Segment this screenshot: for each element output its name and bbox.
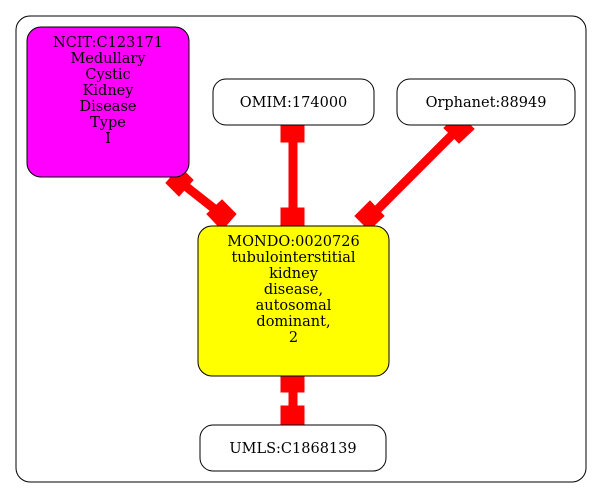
edge-mondo-umls (280, 369, 305, 429)
node-mondo-label-line: tubulointerstitial (231, 250, 355, 266)
node-ncit-label-line: NCIT:C123171 (53, 35, 163, 51)
edges-layer (165, 113, 475, 429)
node-ncit-box (26, 26, 190, 178)
node-ncit-label-line: Cystic (85, 67, 130, 83)
node-mondo-label-line: MONDO:0020726 (227, 234, 359, 250)
node-umls-box (199, 424, 387, 472)
node-orphanet-label-line: Orphanet:88949 (426, 95, 547, 111)
node-omim: OMIM:174000 (212, 78, 375, 126)
node-ncit-label-line: I (105, 131, 111, 147)
node-umls-label-line: UMLS:C1868139 (229, 441, 356, 457)
edge-orphanet-mondo (354, 113, 475, 231)
node-mondo-label-line: kidney (269, 266, 319, 282)
node-mondo-label-line: dominant, (256, 314, 330, 330)
nodes-layer: NCIT:C123171MedullaryCysticKidneyDisease… (26, 26, 576, 472)
node-ncit-label-line: Kidney (83, 83, 135, 99)
node-mondo: MONDO:0020726tubulointerstitialkidneydis… (197, 225, 390, 377)
node-orphanet: Orphanet:88949 (396, 78, 576, 126)
node-mondo-box (197, 225, 390, 377)
node-mondo-label-line: disease, (264, 282, 323, 298)
node-omim-label-line: OMIM:174000 (240, 95, 348, 111)
node-mondo-label-line: 2 (289, 330, 298, 346)
node-orphanet-box (396, 78, 576, 126)
node-ncit-label-line: Type (90, 115, 126, 131)
edge-ncit-mondo-head-diamond (206, 199, 237, 231)
edge-orphanet-mondo-head-diamond (354, 200, 385, 231)
node-umls: UMLS:C1868139 (199, 424, 387, 472)
node-ncit-label-line: Disease (80, 99, 137, 115)
edge-omim-mondo (280, 119, 305, 231)
node-ncit-label-line: Medullary (70, 51, 146, 67)
edge-ncit-mondo (165, 166, 237, 231)
node-omim-box (212, 78, 375, 126)
node-ncit: NCIT:C123171MedullaryCysticKidneyDisease… (26, 26, 190, 178)
cluster-boundary (15, 15, 587, 483)
node-mondo-label-line: autosomal (256, 298, 332, 314)
